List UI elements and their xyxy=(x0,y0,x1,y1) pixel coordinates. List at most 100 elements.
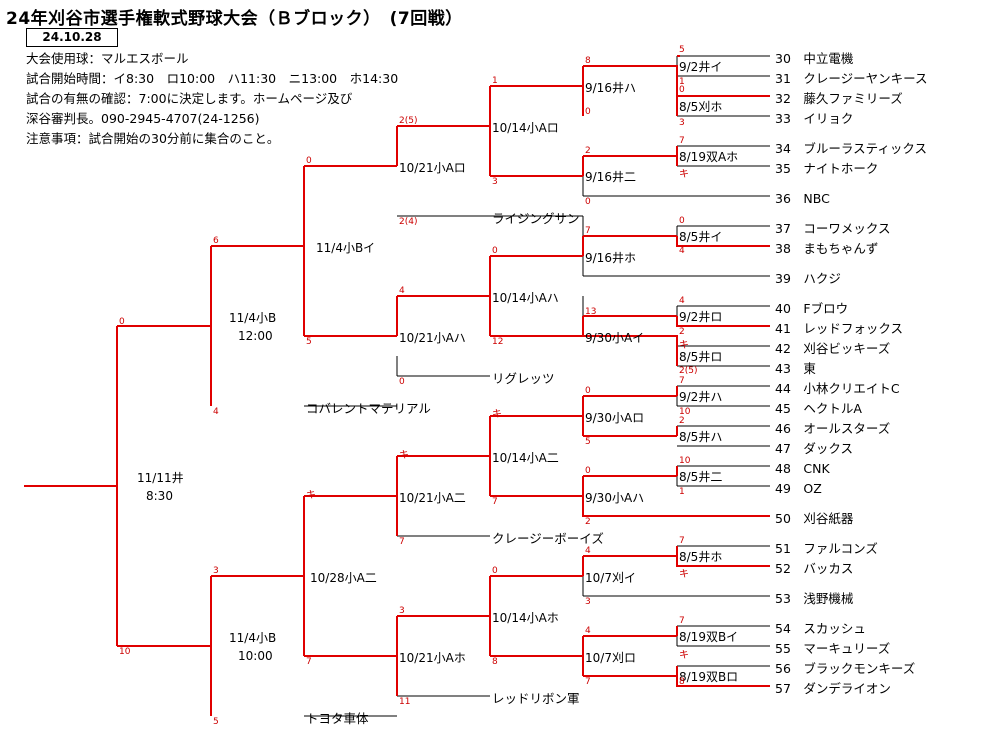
score: 2 xyxy=(585,146,591,156)
score: 10 xyxy=(679,456,691,466)
score: 12 xyxy=(492,337,504,347)
score: 5 xyxy=(585,437,591,447)
score: 7 xyxy=(306,657,312,667)
bye-team: トヨタ車体 xyxy=(306,711,369,726)
game-label: 10/14小A二 xyxy=(492,451,559,465)
score-mark: キ xyxy=(492,409,502,420)
team-entry: 53 浅野機械 xyxy=(775,591,854,606)
page-title: 24年刈谷市選手権軟式野球大会（Ｂブロック） (7回戦） xyxy=(6,9,463,29)
team-entry: 30 中立電機 xyxy=(775,51,854,66)
score: 7 xyxy=(585,677,591,687)
score: 0 xyxy=(119,317,125,327)
score: 7 xyxy=(585,226,591,236)
score: 5 xyxy=(213,717,219,727)
score: 0 xyxy=(585,197,591,207)
score: 10 xyxy=(679,407,691,417)
score: 0 xyxy=(399,377,405,387)
info-ball: 大会使用球：マルエスボール xyxy=(26,51,189,66)
game-label: 10/14小Aロ xyxy=(492,121,559,135)
game-label: 8/19双Bイ xyxy=(679,630,739,644)
score: 7 xyxy=(679,136,685,146)
team-entry: 32 藤久ファミリーズ xyxy=(775,91,903,106)
score-mark: キ xyxy=(679,340,689,351)
game-label: 10/21小A二 xyxy=(399,491,466,505)
score: 3 xyxy=(585,597,591,607)
score: 2(4) xyxy=(399,217,418,227)
semi-time: 12:00 xyxy=(238,329,273,343)
score: 5 xyxy=(306,337,312,347)
team-entry: 41 レッドフォックス xyxy=(775,321,904,336)
game-label: 10/21小Aホ xyxy=(399,651,466,665)
game-label: 9/2井ハ xyxy=(679,390,723,404)
score: 0 xyxy=(679,85,685,95)
score: 4 xyxy=(585,546,591,556)
team-entry: 34 ブルーラスティックス xyxy=(775,141,928,156)
score: 1 xyxy=(492,76,498,86)
game-label: 9/30小Aイ xyxy=(585,331,645,345)
game-label: 9/16井二 xyxy=(585,170,636,184)
game-label: 9/2井ロ xyxy=(679,310,723,324)
score: 8 xyxy=(585,56,591,66)
score: 2 xyxy=(585,517,591,527)
info-start-times: 試合開始時間：イ8:30 ロ10:00 ハ11:30 ニ13:00 ホ14:30 xyxy=(26,71,399,86)
score: 1 xyxy=(679,77,685,87)
team-entry: 50 刈谷紙器 xyxy=(775,511,854,526)
score: 2(5) xyxy=(399,116,418,126)
team-entry: 45 ヘクトルA xyxy=(775,401,862,416)
score-mark: キ xyxy=(399,450,409,461)
score: 10 xyxy=(119,647,131,657)
team-entry: 35 ナイトホーク xyxy=(775,161,879,176)
team-entry: 57 ダンデライオン xyxy=(775,681,891,696)
info-confirmation: 試合の有無の確認：7:00に決定します。ホームページ及び xyxy=(26,91,353,106)
team-entry: 54 スカッシュ xyxy=(775,621,866,636)
score: 3 xyxy=(492,177,498,187)
bye-team: ライジングサン xyxy=(492,211,580,226)
team-entry: 51 ファルコンズ xyxy=(775,541,878,556)
score: 4 xyxy=(213,407,219,417)
game-label: 8/19双Aホ xyxy=(679,150,739,164)
game-label: 9/30小Aハ xyxy=(585,491,645,505)
semi-date: 11/4小B xyxy=(229,631,277,645)
score: 7 xyxy=(679,376,685,386)
team-entry: 42 刈谷ビッキーズ xyxy=(775,341,891,356)
game-label: 9/30小Aロ xyxy=(585,411,645,425)
team-entry: 37 コーワメックス xyxy=(775,221,891,236)
game-label: 8/19双Bロ xyxy=(679,670,739,684)
score: 5 xyxy=(679,45,685,55)
team-entry: 55 マーキュリーズ xyxy=(775,641,891,656)
game-label: 10/14小Aホ xyxy=(492,611,559,625)
score: 2(5) xyxy=(679,366,698,376)
score: 7 xyxy=(679,536,685,546)
score: 13 xyxy=(585,307,597,317)
score: 6 xyxy=(213,236,219,246)
team-entry: 36 NBC xyxy=(775,191,830,206)
team-entry: 39 ハクジ xyxy=(775,271,841,286)
score: 3 xyxy=(213,566,219,576)
score: 0 xyxy=(492,566,498,576)
bye-team: クレージーボーイズ xyxy=(492,531,604,546)
score: 1 xyxy=(679,487,685,497)
game-label: 10/7刈ロ xyxy=(585,651,636,665)
game-label: 10/28小A二 xyxy=(310,571,377,585)
team-entry: 46 オールスターズ xyxy=(775,421,891,436)
game-label: 8/5井イ xyxy=(679,230,723,244)
game-label: 8/5井ホ xyxy=(679,550,723,564)
score: 7 xyxy=(492,497,498,507)
score-mark: キ xyxy=(679,569,689,580)
team-entry: 31 クレージーヤンキース xyxy=(775,71,928,86)
game-label: 10/21小Aハ xyxy=(399,331,466,345)
score: 8 xyxy=(679,677,685,687)
game-label: 8/5刈ホ xyxy=(679,100,723,114)
score-mark: キ xyxy=(679,169,689,180)
game-label: 8/5井二 xyxy=(679,470,723,484)
score: 4 xyxy=(585,626,591,636)
score: 0 xyxy=(679,216,685,226)
game-label: 9/16井ホ xyxy=(585,251,636,265)
score: 0 xyxy=(492,246,498,256)
score: 3 xyxy=(679,118,685,128)
bye-team: レッドリボン軍 xyxy=(492,691,580,706)
score: 3 xyxy=(399,606,405,616)
score: 8 xyxy=(492,657,498,667)
